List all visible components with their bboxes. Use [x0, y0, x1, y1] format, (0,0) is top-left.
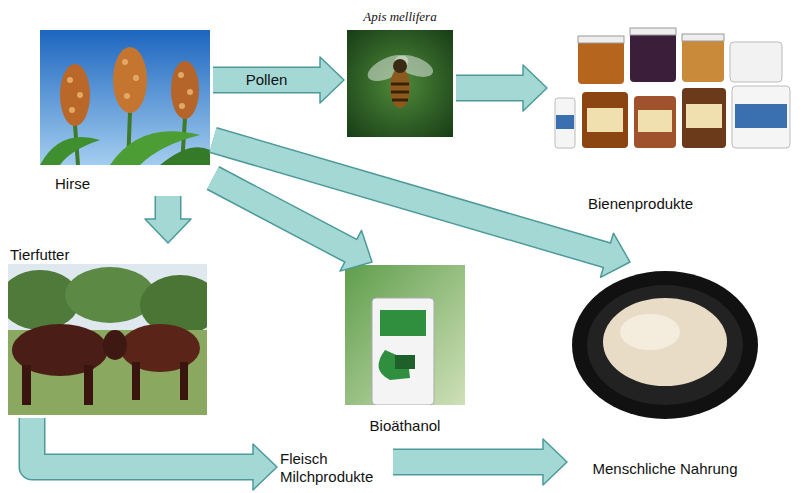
node-caption: Menschliche Nahrung — [570, 460, 760, 478]
bee-photo — [347, 30, 453, 137]
bee-products-photo-part — [735, 104, 787, 128]
bioethanol-photo-part — [372, 298, 434, 405]
bee-products-photo-part — [634, 96, 676, 148]
bee-products-photo-part — [630, 28, 676, 35]
node-caption: Apis mellifera — [347, 8, 453, 26]
block-arrow — [145, 196, 191, 243]
cattle-photo-part — [65, 267, 155, 323]
photo-node: Hirse — [40, 30, 210, 193]
arrow-body — [393, 450, 546, 474]
cattle-photo-part — [84, 365, 93, 405]
node-caption: Fleisch Milchprodukte — [280, 450, 390, 486]
arrow-head — [253, 444, 277, 490]
sorghum-photo-part-part — [187, 89, 193, 95]
node-caption: Hirse — [40, 175, 210, 193]
sorghum-photo-part — [40, 30, 210, 165]
bee-products-photo-part — [578, 40, 624, 84]
sorghum-photo — [40, 30, 210, 165]
block-arrow — [393, 439, 567, 485]
cattle-photo-part — [22, 365, 31, 405]
photo-area — [550, 25, 800, 150]
bioethanol-photo-part — [345, 265, 465, 405]
arrow-head — [543, 439, 567, 485]
sorghum-photo-part — [60, 64, 90, 126]
bee-products-photo — [550, 25, 800, 150]
flour-plate-photo-part — [620, 314, 680, 350]
node-caption: Bienenprodukte — [550, 195, 800, 213]
photo-area — [347, 30, 453, 137]
arrow-body — [213, 140, 609, 256]
flour-plate-photo-part — [603, 298, 727, 386]
bee-products-photo-part — [556, 115, 574, 129]
photo-area — [570, 265, 760, 420]
arrow-head — [523, 65, 547, 111]
sorghum-photo-part-part — [179, 103, 185, 109]
arrow-body — [32, 418, 256, 467]
flour-plate-photo — [572, 271, 758, 419]
text-node: Fleisch Milchprodukte — [280, 450, 390, 486]
bee-photo-part — [391, 84, 409, 100]
sorghum-photo-part — [113, 47, 147, 113]
bee-photo-part — [347, 30, 453, 137]
block-arrow — [213, 57, 344, 103]
photo-node: Bioäthanol — [345, 265, 465, 435]
photo-node: Bienenprodukte — [550, 25, 800, 213]
arrow-body — [213, 178, 353, 252]
flour-plate-photo-part — [587, 285, 743, 405]
bee-products-photo-part — [730, 42, 782, 82]
bee-products-photo-part — [686, 104, 722, 128]
sorghum-photo-part — [40, 137, 100, 165]
bioethanol-photo-part — [380, 310, 426, 336]
sorghum-photo-part-part — [133, 75, 139, 81]
photo-node: Tierfutter — [8, 246, 207, 415]
arrow-head — [320, 57, 344, 103]
block-arrow — [32, 418, 277, 490]
arrow-head — [145, 219, 191, 243]
sorghum-photo-part-part — [178, 72, 184, 78]
bioethanol-photo — [345, 265, 465, 405]
sorghum-photo-part-part — [69, 107, 75, 113]
bee-products-photo-part — [555, 98, 575, 148]
sorghum-photo-part-part — [124, 93, 130, 99]
bee-products-photo-part — [732, 86, 790, 148]
node-caption: Tierfutter — [8, 246, 207, 264]
cattle-photo-part — [132, 362, 140, 400]
flour-plate-photo-part — [572, 271, 758, 419]
sorghum-photo-part — [160, 147, 210, 165]
photo-area — [345, 265, 465, 405]
bee-photo-part — [393, 59, 407, 73]
bee-products-photo-part — [682, 34, 724, 41]
bee-photo-part — [390, 68, 410, 108]
bee-products-photo-part — [630, 32, 676, 82]
bee-products-photo-part — [582, 92, 628, 148]
photo-node: Menschliche Nahrung — [570, 265, 760, 478]
bee-products-photo-part — [638, 110, 672, 132]
bioethanol-photo-part — [395, 355, 415, 369]
bee-products-photo-part — [682, 88, 726, 148]
bee-products-photo-part — [550, 25, 800, 150]
sorghum-photo-part — [171, 61, 199, 119]
block-arrow — [213, 178, 372, 271]
photo-area — [40, 30, 210, 165]
bee-products-photo-part — [682, 38, 724, 82]
bee-products-photo-part — [578, 36, 624, 43]
sorghum-photo-part-part — [77, 92, 83, 98]
arrow-label: Pollen — [243, 71, 291, 89]
block-arrow — [213, 140, 630, 277]
cattle-photo-part — [103, 330, 127, 360]
bee-products-photo-part — [587, 108, 623, 132]
arrow-body — [213, 68, 323, 92]
sorghum-photo-part-part — [122, 59, 128, 65]
photo-node: Apis mellifera — [347, 8, 453, 137]
node-caption: Bioäthanol — [345, 417, 465, 435]
cattle-photo-part — [180, 362, 188, 400]
arrow-body — [456, 76, 526, 100]
arrow-body — [156, 196, 180, 222]
block-arrow — [456, 65, 547, 111]
cattle-photo — [8, 264, 207, 415]
sorghum-photo-part — [67, 59, 193, 113]
sorghum-photo-part-part — [67, 77, 73, 83]
photo-area — [8, 264, 207, 415]
